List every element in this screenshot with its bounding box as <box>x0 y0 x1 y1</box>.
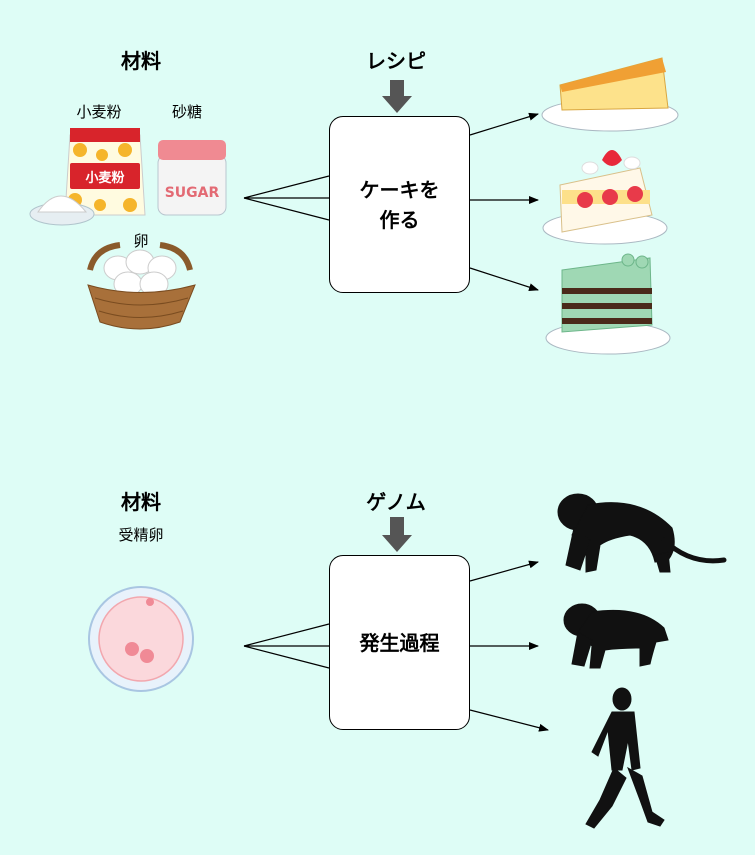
flour-bag-text: 小麦粉 <box>85 170 124 186</box>
chimpanzee-icon <box>563 603 669 669</box>
sugar-jar-text: SUGAR <box>165 185 220 201</box>
human-icon <box>585 687 665 829</box>
recipe-label: レシピ <box>366 49 426 73</box>
mint-cake-icon <box>545 253 671 355</box>
fertilized-egg-icon <box>88 586 194 692</box>
egg-label: 卵 <box>133 232 149 250</box>
fertilized-egg-label: 受精卵 <box>118 526 164 544</box>
cheesecake-icon <box>541 57 679 132</box>
process-line-1: ケーキを <box>359 177 440 202</box>
flour-label: 小麦粉 <box>76 103 122 121</box>
process-line-2: 作る <box>379 207 420 232</box>
development-process-box: 発生過程 <box>329 555 470 730</box>
egg-basket-icon <box>87 242 196 330</box>
recipe-arrow-icon <box>382 80 412 113</box>
output-arrows <box>469 112 539 292</box>
sugar-jar-icon: SUGAR <box>157 140 227 216</box>
materials-title-bottom: 材料 <box>121 490 161 514</box>
genome-label: ゲノム <box>366 490 426 514</box>
monkey-icon <box>557 493 727 573</box>
flour-pile-icon <box>29 195 95 226</box>
input-lines <box>243 175 330 221</box>
materials-title-top: 材料 <box>121 49 161 73</box>
flour-bag-icon: 小麦粉 <box>64 128 146 216</box>
process-label: 発生過程 <box>359 630 440 655</box>
sugar-label: 砂糖 <box>171 103 203 121</box>
cake-making-process-box: ケーキを 作る <box>329 116 470 293</box>
output-arrows-bottom <box>469 560 549 732</box>
strawberry-shortcake-icon <box>542 150 668 245</box>
genome-arrow-icon <box>382 517 412 552</box>
input-lines-bottom <box>243 623 330 669</box>
